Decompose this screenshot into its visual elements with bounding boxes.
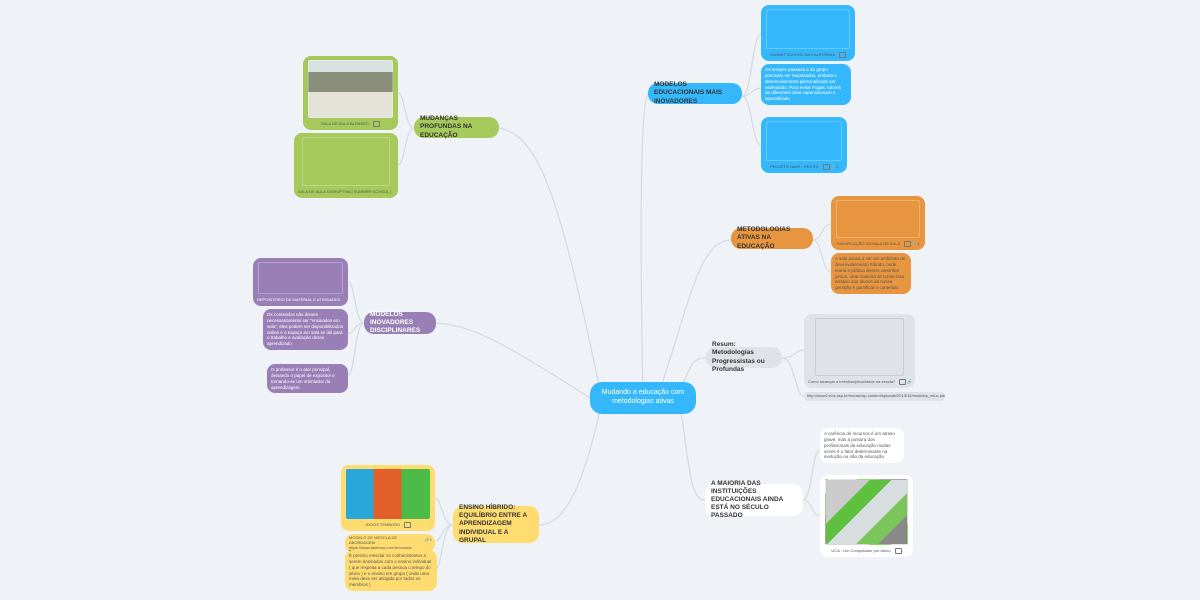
image-icon <box>904 241 912 247</box>
caption: GAMIFICAÇÃO DA SALA DE AULA <box>836 241 901 247</box>
modelo-label: MODELO DE MESCLA DE ABORDAGEM <box>349 535 398 546</box>
image-placeholder <box>258 262 343 294</box>
image-placeholder <box>302 137 390 186</box>
link-icon: 🔗 <box>907 379 911 385</box>
image-placeholder <box>836 200 920 238</box>
image-placeholder <box>815 318 904 376</box>
note-card[interactable]: Os tempos passaria e do grupo precisam s… <box>761 64 851 106</box>
image-card-repositorio[interactable]: REPOSITÓRIO DE MATERIAL E ATIVIDADES <box>253 258 348 306</box>
image-icon <box>899 379 907 385</box>
image-card-jogos[interactable]: JOGOS TEMBORO <box>341 465 435 531</box>
image-card-disruptiva[interactable]: SALA DE AULA DISRUPTIVA | SUMMER SCHOOL … <box>294 133 398 198</box>
link-icon: 🔗 <box>830 164 836 170</box>
modelo-link[interactable]: https://www.tamboro.com.br/cursos <box>349 545 412 551</box>
note-card[interactable]: Os conteúdos não devem necessariamente s… <box>263 309 348 351</box>
image-icon <box>894 548 902 554</box>
image-icon <box>839 52 847 58</box>
image-card-uca[interactable]: UCA - Um Computador por Aluno <box>820 475 913 557</box>
note-card[interactable]: O professor é o ator principal, deixando… <box>267 364 348 394</box>
link-count: 1 <box>917 241 920 247</box>
topic-metodologias-ativas[interactable]: METODOLOGIAS ATIVAS NA EDUCAÇÃO <box>731 226 813 250</box>
laptop-image <box>825 479 908 545</box>
note-card[interactable]: É preciso mesclar os conhecimentos a ser… <box>345 550 437 592</box>
link-count: 1 <box>429 537 432 542</box>
caption: UCA - Um Computador por Aluno <box>831 548 891 554</box>
image-card-projeto-nave[interactable]: PROJETO NAVE - RECIFE 🔗1 <box>761 117 847 173</box>
topic-maioria-instituicoes[interactable]: A MAIORIA DAS INSTITUIÇÕES EDUCACIONAIS … <box>705 480 803 519</box>
image-card-gamification[interactable]: GAMIFICAÇÃO DA SALA DE AULA 🔗1 <box>831 196 925 250</box>
games-image <box>346 469 430 519</box>
central-topic[interactable]: Mudando a educação com metodologias ativ… <box>590 382 696 414</box>
classroom-image <box>308 60 393 118</box>
caption: JOGOS TEMBORO <box>364 522 401 528</box>
caption: REPOSITÓRIO DE MATERIAL E ATIVIDADES <box>257 297 341 303</box>
topic-ensino-hibrido[interactable]: ENSINO HÍBRIDO: EQUILÍBRIO ENTRE A APREN… <box>453 504 539 544</box>
image-card-blended[interactable]: SALA DE AULA BLENDED <box>303 56 398 130</box>
link-count: 1 <box>835 164 839 170</box>
topic-modelos-disciplinares[interactable]: MODELOS INOVADORES DISCIPLINARES <box>364 311 436 334</box>
link-icon: 🔗 <box>912 241 918 247</box>
image-icon <box>372 121 380 127</box>
caption: SALA DE AULA DISRUPTIVA | SUMMER SCHOOL … <box>298 189 392 195</box>
image-card-summit[interactable]: SUMMIT SCHOOL NA CALIFORNIA <box>761 5 855 61</box>
topic-resum[interactable]: Resum: Metodologias Progressistas ou Pro… <box>706 341 782 373</box>
image-card-interdisciplinaridade[interactable]: Como alcançar a interdisciplinaridade na… <box>804 314 915 388</box>
note-card[interactable]: A carência de recursos é um atraso grave… <box>820 428 904 464</box>
image-placeholder <box>766 121 842 161</box>
caption: Como alcançar a interdisciplinaridade na… <box>808 379 896 385</box>
topic-mudancas-profundas[interactable]: MUDANÇAS PROFUNDAS NA EDUCAÇÃO <box>414 115 499 139</box>
image-icon <box>404 522 412 528</box>
image-icon <box>822 164 830 170</box>
note-card[interactable]: A sala passa a ser um ambiente de desenv… <box>831 253 911 295</box>
link-card[interactable]: http://www2.eca.usp.br/moran/wp-content/… <box>804 392 945 401</box>
image-placeholder <box>766 9 850 49</box>
topic-modelos-educacionais[interactable]: MODELOS EDUCACIONAIS MAIS INOVADORES <box>648 81 742 105</box>
caption: SALA DE AULA BLENDED <box>321 121 369 127</box>
caption: PROJETO NAVE - RECIFE <box>769 164 819 170</box>
link-icon: 🔗1 <box>424 537 432 542</box>
caption: SUMMIT SCHOOL NA CALIFORNIA <box>769 52 836 58</box>
